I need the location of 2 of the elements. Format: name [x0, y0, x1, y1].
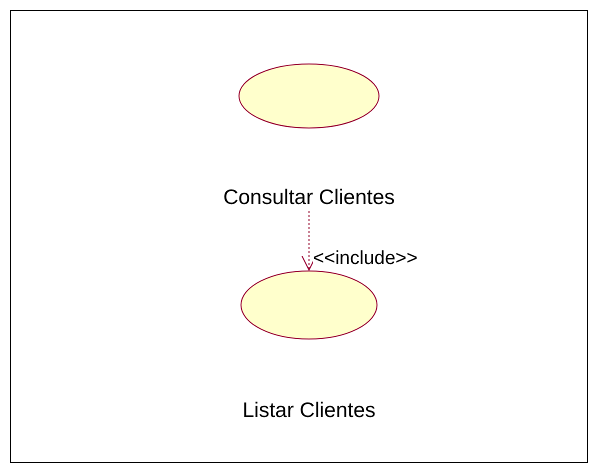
use-case-name: Consultar Clientes: [223, 185, 395, 211]
use-case-name: Listar Clientes: [242, 398, 376, 424]
